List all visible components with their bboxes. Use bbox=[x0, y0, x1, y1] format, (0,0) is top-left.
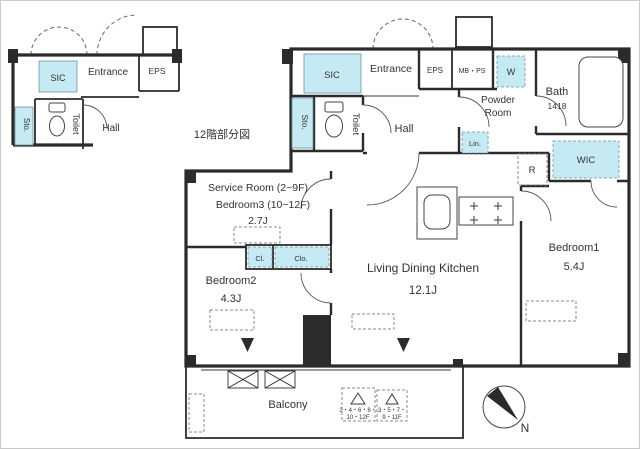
evac-hatch-even-box bbox=[341, 387, 376, 422]
pillar-service-corner bbox=[186, 171, 196, 183]
linen-label: Lin. bbox=[469, 139, 481, 148]
ldk-hatch bbox=[351, 313, 395, 330]
closet2-label: Clo. bbox=[294, 254, 307, 263]
sic-label: SIC bbox=[324, 70, 340, 81]
toilet-label: Toilet bbox=[350, 113, 361, 136]
inset-eps-label: EPS bbox=[148, 66, 165, 76]
service-room-label: Service Room (2~9F) bbox=[208, 182, 308, 194]
ac-unit-2 bbox=[264, 370, 296, 389]
main-plan: 2・4・6・8・ 10・12F 3・5・7・ 9・11F N SIC Entra… bbox=[184, 16, 631, 439]
pillar-center bbox=[303, 315, 331, 365]
powder-room-label-line2: Room bbox=[485, 108, 512, 119]
main-entrance-door-arc bbox=[372, 18, 434, 50]
bedroom2-hatch bbox=[209, 309, 255, 331]
bedroom1-size-label: 5.4J bbox=[564, 261, 585, 273]
washer-box bbox=[496, 55, 526, 88]
bedroom1-label: Bedroom1 bbox=[549, 242, 600, 254]
kitchen-sink-basin bbox=[423, 194, 451, 230]
evac-hatch-even-triangle-icon bbox=[350, 392, 366, 405]
inset-entrance-door-arc bbox=[30, 14, 138, 56]
wic-box bbox=[552, 140, 620, 179]
inset-hall-label: Hall bbox=[102, 123, 119, 134]
eps-label: EPS bbox=[427, 66, 443, 75]
inset-top-duct-box bbox=[142, 26, 178, 56]
inset-toilet-door-arc bbox=[82, 104, 108, 130]
storage-box bbox=[291, 97, 314, 149]
inset-caption: 12階部分図 bbox=[194, 127, 250, 141]
closet1-label: Cl. bbox=[255, 254, 264, 263]
inset-pillar-left bbox=[8, 49, 18, 63]
storage-label: Sto. bbox=[300, 114, 310, 129]
inset-pillar-right bbox=[172, 49, 182, 63]
inset-sic-label: SIC bbox=[50, 73, 66, 83]
inset-sic-box bbox=[38, 60, 78, 93]
toilet-bowl bbox=[325, 114, 343, 138]
linen-box bbox=[461, 131, 489, 154]
ac-unit-1 bbox=[227, 370, 259, 389]
bedroom2-label: Bedroom2 bbox=[206, 275, 257, 287]
evac-hatch-odd-triangle-icon bbox=[385, 393, 399, 405]
washer-label: W bbox=[507, 67, 516, 77]
fridge-label: R bbox=[529, 165, 536, 176]
closet1-box bbox=[247, 246, 273, 268]
compass: N bbox=[482, 385, 530, 435]
ac-unit-1-cross bbox=[227, 370, 259, 389]
evac-hatch-even-line1: 2・4・6・8・ bbox=[339, 408, 376, 414]
bathtub bbox=[578, 56, 624, 128]
inset-toilet-label: Toilet bbox=[71, 113, 81, 135]
ac-unit-2-cross bbox=[264, 370, 296, 389]
inset-toilet-tank bbox=[48, 102, 66, 113]
kitchen-stove bbox=[458, 196, 514, 226]
ldk-label: Living Dining Kitchen bbox=[367, 261, 479, 275]
stove-burner-icons bbox=[470, 202, 502, 224]
evac-hatch-odd: 3・5・7・ 9・11F bbox=[376, 389, 408, 422]
main-top-duct-box bbox=[455, 16, 493, 48]
sic-box bbox=[303, 53, 362, 94]
wic-label: WIC bbox=[577, 155, 596, 166]
door-arcs bbox=[300, 95, 618, 304]
hall-label: Hall bbox=[395, 123, 414, 135]
bedroom3-size-label: 2.7J bbox=[248, 215, 268, 227]
north-label: N bbox=[521, 421, 530, 435]
pillar-top-right bbox=[618, 49, 629, 63]
inset-toilet-bowl bbox=[49, 115, 65, 137]
closet-band bbox=[245, 244, 332, 270]
window-mark-left bbox=[241, 338, 254, 352]
entrance-label: Entrance bbox=[370, 63, 412, 75]
mbps-label: MB・PS bbox=[459, 68, 486, 75]
main-inner-walls bbox=[186, 49, 629, 366]
bedroom1-hatch bbox=[525, 300, 577, 322]
balcony-left-hatch bbox=[188, 393, 205, 433]
evac-hatch-even-line2: 10・12F bbox=[346, 415, 369, 421]
service-room-hatch bbox=[233, 226, 281, 244]
ldk-size-label: 12.1J bbox=[409, 285, 437, 297]
pillar-bottom-right bbox=[618, 353, 629, 366]
evac-hatch-odd-line1: 3・5・7・ bbox=[378, 408, 406, 414]
window-mark-right bbox=[397, 338, 410, 352]
pillar-top-left bbox=[282, 49, 293, 64]
closet2-box bbox=[274, 246, 330, 268]
toilet-tank bbox=[324, 101, 344, 113]
inset-entrance-label: Entrance bbox=[88, 67, 128, 78]
balcony-walls bbox=[185, 366, 464, 439]
inset-storage-label: Sto. bbox=[22, 118, 31, 132]
evac-hatch-odd-box bbox=[376, 389, 408, 422]
pillar-balcony-right bbox=[453, 359, 463, 366]
inset-storage-box bbox=[14, 106, 34, 146]
inset-plan: SIC Entrance EPS Sto. Toilet Hall 12階部分図 bbox=[8, 14, 250, 149]
thin-lines bbox=[201, 95, 451, 371]
balcony-label: Balcony bbox=[268, 399, 308, 411]
bedroom2-size-label: 4.3J bbox=[221, 293, 242, 305]
north-arrow-icon bbox=[487, 387, 518, 420]
pillar-bottom-left bbox=[186, 355, 196, 366]
evac-hatch-odd-line2: 9・11F bbox=[382, 415, 402, 421]
bath-size-label: 1418 bbox=[548, 101, 567, 111]
bath-label: Bath bbox=[546, 86, 569, 98]
evac-hatch-even: 2・4・6・8・ 10・12F bbox=[339, 387, 377, 422]
powder-room-label-line1: Powder bbox=[481, 95, 516, 106]
bedroom3-label: Bedroom3 (10~12F) bbox=[216, 199, 310, 211]
inset-inner-walls bbox=[34, 55, 180, 149]
